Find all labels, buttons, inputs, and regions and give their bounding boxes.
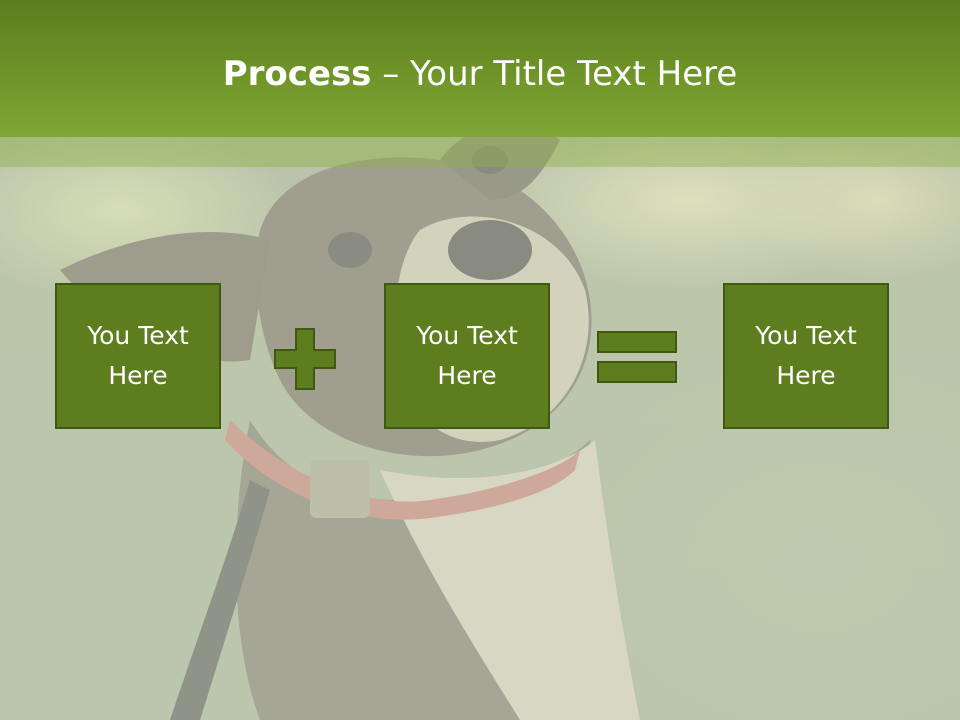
title-bar [0, 0, 960, 137]
slide-title-rest: – Your Title Text Here [371, 54, 738, 94]
title-accent-strip [0, 137, 960, 167]
slide-title-bold: Process [222, 54, 372, 94]
process-box-2-text: You Text Here [416, 321, 518, 390]
process-box-3[interactable]: You Text Here [723, 283, 889, 429]
slide-title: Process – Your Title Text Here [0, 52, 960, 96]
plus-icon [274, 328, 336, 390]
process-box-1-text: You Text Here [87, 321, 189, 390]
process-box-1[interactable]: You Text Here [55, 283, 221, 429]
equals-icon [597, 331, 677, 383]
process-box-3-text: You Text Here [755, 321, 857, 390]
process-box-2[interactable]: You Text Here [384, 283, 550, 429]
